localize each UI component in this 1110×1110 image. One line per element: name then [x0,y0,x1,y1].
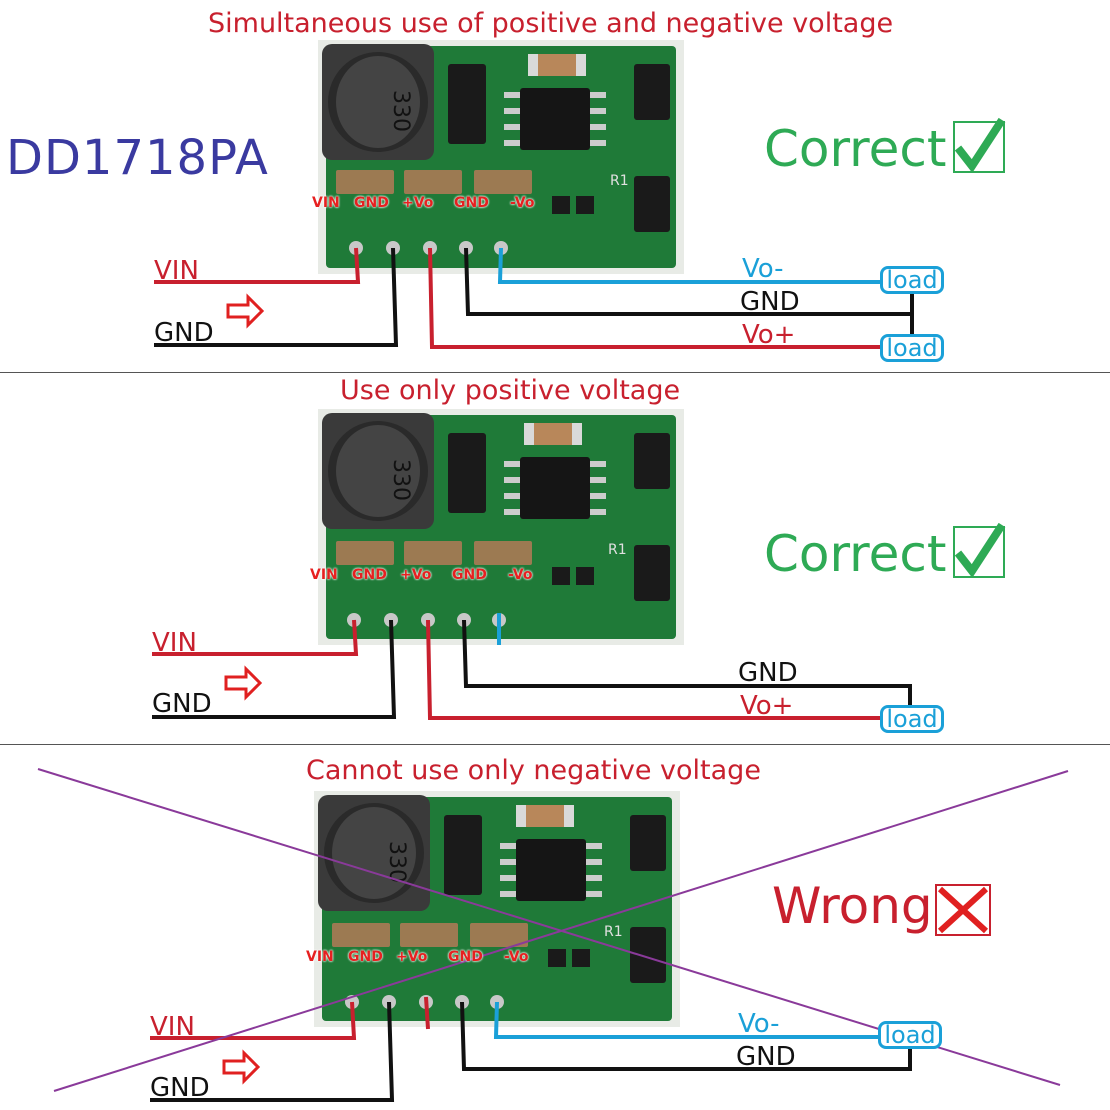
check-icon [953,522,1006,578]
ic-chip [516,839,586,901]
verdict-label: Correct [764,525,947,583]
wire-label-vo-minus: Vo- [742,254,784,284]
diode [448,64,486,144]
wire-label-gnd-in: GND [150,1073,210,1103]
inductor-marking: 330 [388,90,413,132]
pin-label-gnd-in: GND [354,195,389,211]
pin-label-vo-minus: -Vo [510,195,535,211]
pin-label-gnd-in: GND [348,949,383,965]
verdict-label: Correct [764,120,947,178]
pin-label-gnd-out: GND [454,195,489,211]
diode [448,433,486,513]
wires [150,996,912,1102]
pcb-module [318,40,684,274]
resistor-label: R1 [604,924,623,940]
arrow-right-icon [224,665,263,701]
wire-label-vin: VIN [150,1012,195,1042]
wiring-diagram-2: 330 R1 [152,409,1006,720]
pin-label-vo-plus: +Vo [402,195,434,211]
pin-label-vin: VIN [312,195,340,211]
wire-label-vin: VIN [154,256,199,286]
panel-title: Simultaneous use of positive and negativ… [208,8,894,39]
wire-label-gnd-out: GND [736,1042,796,1072]
divider [0,744,1110,745]
wires [154,247,914,349]
pin-label-vin: VIN [310,567,338,583]
wire-label-vo-plus: Vo+ [742,320,796,350]
pin-label-vo-minus: -Vo [504,949,529,965]
wire-label-vo-minus: Vo- [738,1009,780,1039]
panel-title: Use only positive voltage [340,375,681,406]
pin-label-vin: VIN [306,949,334,965]
pin-label-vo-plus: +Vo [396,949,428,965]
load-box-positive: load [880,334,944,362]
arrow-right-icon [222,1049,261,1085]
wires [152,613,912,720]
arrow-right-icon [226,293,265,329]
panel-title: Cannot use only negative voltage [306,755,761,786]
panel-negative-only: 330 R1 Cannot use only negative voltage … [0,745,1110,1110]
check-icon [953,117,1006,173]
load-box-positive: load [880,705,944,733]
wire-label-gnd-in: GND [152,689,212,719]
panel-both-outputs: 330 R1 Simultaneous use of positive and … [0,0,1110,372]
pin-label-vo-plus: +Vo [400,567,432,583]
resistor-label: R1 [608,542,627,558]
cross-icon [935,884,991,936]
inductor-marking: 330 [388,459,413,501]
verdict-label: Wrong [772,877,933,935]
wiring-diagram-3: 330 R1 [37,768,1069,1102]
wire-label-gnd-out: GND [740,287,800,317]
inductor-marking: 330 [384,841,409,883]
pin-label-gnd-in: GND [352,567,387,583]
panel-positive-only: 330 R1 Use only positive voltage Correct… [0,373,1110,744]
diode [444,815,482,895]
resistor-label: R1 [610,173,629,189]
ic-chip [520,457,590,519]
divider [0,372,1110,373]
load-box-negative: load [878,1021,942,1049]
wire-label-vin: VIN [152,628,197,658]
wire-label-gnd-out: GND [738,658,798,688]
wire-label-vo-plus: Vo+ [740,691,794,721]
pcb-module [318,409,684,645]
pin-label-gnd-out: GND [448,949,483,965]
wiring-diagram-1: 330 R1 [154,40,1006,349]
pin-label-gnd-out: GND [452,567,487,583]
product-name: DD1718PA [6,130,269,186]
load-box-negative: load [880,266,944,294]
pin-label-vo-minus: -Vo [508,567,533,583]
wire-label-gnd-in: GND [154,318,214,348]
ic-chip [520,88,590,150]
